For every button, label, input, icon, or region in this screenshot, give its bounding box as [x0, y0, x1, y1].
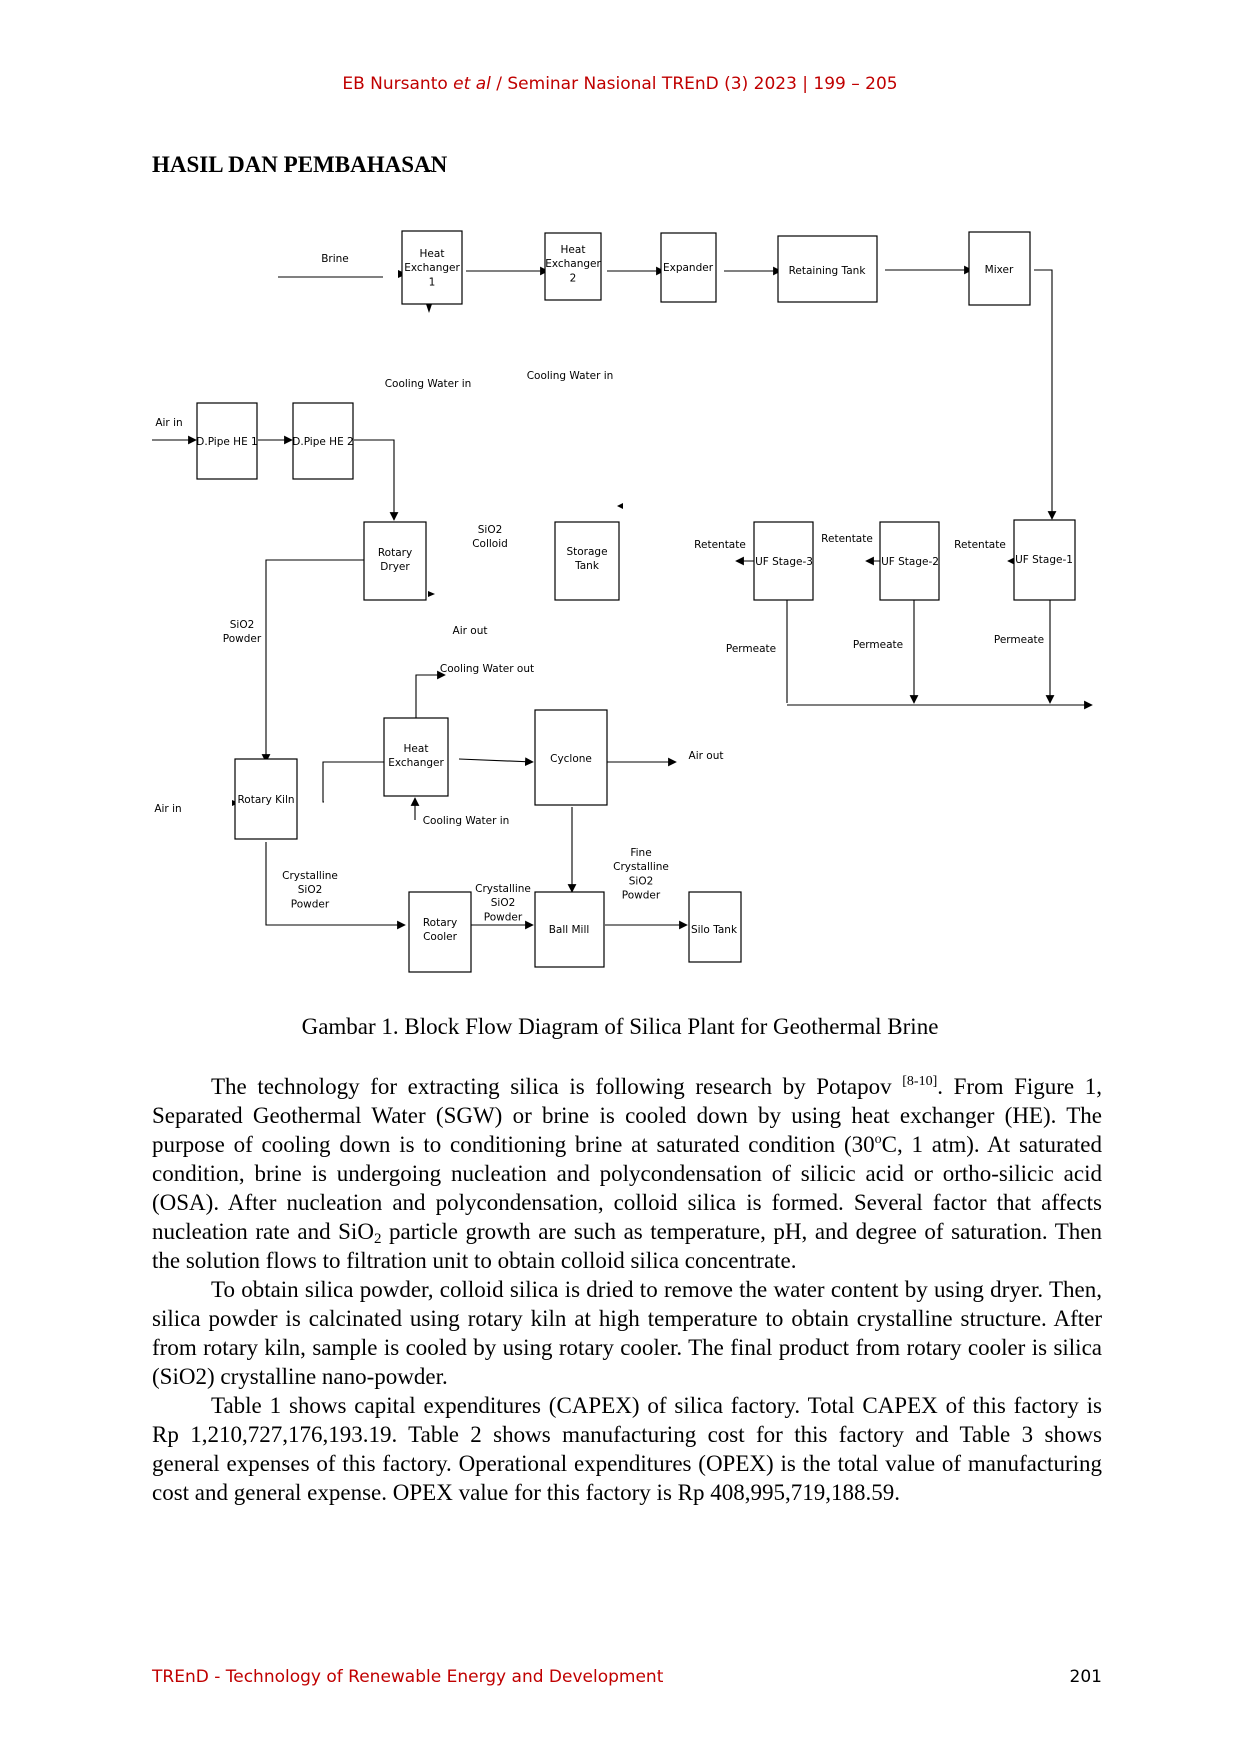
flow-arrowheads [232, 170, 1025, 806]
paragraph-1-part-b: . From Figure 1, Separated Geothermal Wa… [152, 1074, 1103, 1157]
block-uf-stage-1: UF Stage-1 [1015, 554, 1073, 566]
label-air-out-2: Air out [689, 750, 724, 762]
label-retentate-2: Retentate [821, 533, 873, 545]
degree-sign: o [874, 1132, 882, 1147]
section-heading: HASIL DAN PEMBAHASAN [152, 152, 448, 177]
block-retaining-tank: Retaining Tank [789, 265, 867, 277]
block-rotary-kiln: Rotary Kiln [237, 794, 294, 806]
header-venue: / Seminar Nasional TREnD (3) 2023 | 199 … [490, 74, 898, 94]
block-dpipe-he2: D.Pipe HE 2 [292, 436, 353, 448]
page-number: 201 [1069, 1667, 1102, 1687]
label-cooling-water-out: Cooling Water out [440, 663, 534, 675]
label-cooling-water-in-1: Cooling Water in [385, 378, 472, 390]
block-uf-stage-3: UF Stage-3 [755, 556, 813, 568]
paragraph-2: To obtain silica powder, colloid silica … [152, 1277, 1102, 1389]
paragraph-1-part-c: C, 1 atm). At saturated condition, brine… [152, 1132, 1102, 1244]
running-header: EB Nursanto et al / Seminar Nasional TRE… [0, 74, 1240, 94]
page-footer: TREnD - Technology of Renewable Energy a… [152, 1667, 1102, 1687]
label-brine: Brine [321, 253, 349, 265]
subscript-2: 2 [373, 1231, 382, 1247]
block-cyclone: Cyclone [550, 753, 592, 765]
label-permeate-2: Permeate [853, 639, 903, 651]
footer-journal: TREnD - Technology of Renewable Energy a… [152, 1667, 664, 1687]
paragraph-1: The technology for extracting silica is … [152, 1072, 1102, 1275]
block-mixer: Mixer [985, 264, 1014, 276]
block-silo-tank: Silo Tank [691, 924, 738, 936]
block-ball-mill: Ball Mill [549, 924, 590, 936]
label-retentate-1: Retentate [694, 539, 746, 551]
paragraph-1-part-a: The technology for extracting silica is … [211, 1074, 903, 1099]
label-retentate-3: Retentate [954, 539, 1006, 551]
paragraph-3: Table 1 shows capital expenditures (CAPE… [152, 1393, 1102, 1505]
paragraph-1-part-d: particle growth are such as temperature,… [152, 1219, 1102, 1273]
figure-caption: Gambar 1. Block Flow Diagram of Silica P… [301, 1014, 939, 1039]
label-permeate-1: Permeate [726, 643, 776, 655]
header-et-al: et al [453, 74, 491, 94]
block-dpipe-he1: D.Pipe HE 1 [196, 436, 257, 448]
label-permeate-3: Permeate [994, 634, 1044, 646]
body-text: The technology for extracting silica is … [152, 1072, 1102, 1507]
header-authors: EB Nursanto [342, 74, 448, 94]
label-cooling-water-in-3: Cooling Water in [423, 815, 510, 827]
label-air-in-bottom: Air in [154, 803, 181, 815]
process-blocks [196, 230, 1076, 973]
citation-ref: [8-10] [902, 1074, 938, 1089]
label-cooling-water-in-2: Cooling Water in [527, 370, 614, 382]
label-air-out-1: Air out [453, 625, 488, 637]
label-air-in-top: Air in [155, 417, 182, 429]
flow-lines [152, 265, 1093, 930]
block-uf-stage-2: UF Stage-2 [881, 556, 939, 568]
block-expander: Expander [663, 262, 714, 274]
